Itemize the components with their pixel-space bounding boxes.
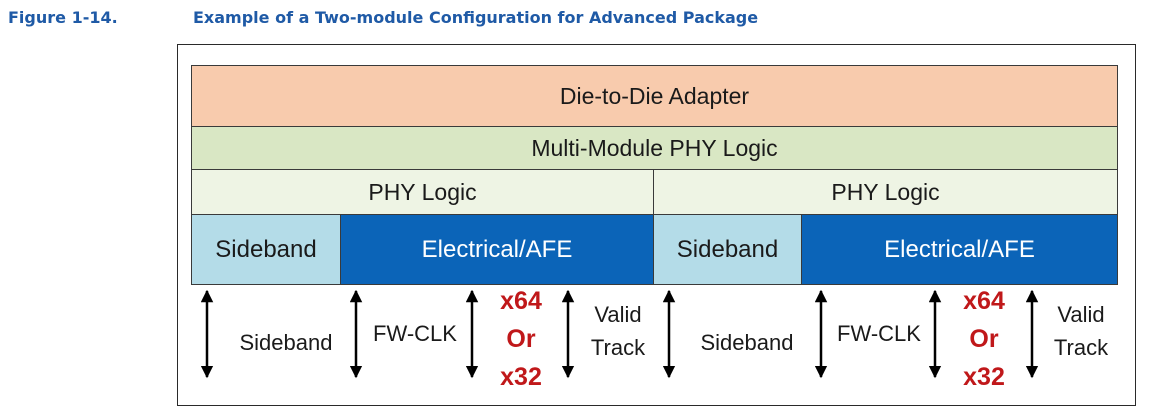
fw-clk-signal-label-2: FW-CLK [837, 321, 921, 346]
valid-signal-label-1: Valid [594, 302, 642, 327]
width-or-label-1: Or [506, 325, 536, 353]
track-signal-label-2: Track [1053, 335, 1109, 360]
track-signal-label-1: Track [590, 335, 646, 360]
sideband-signal-label-2: Sideband [700, 330, 794, 355]
electrical-afe-block-1: Electrical/AFE [340, 214, 654, 285]
width-or-label-2: Or [969, 325, 999, 353]
sideband-signal-label-1: Sideband [239, 330, 333, 355]
figure-caption: Figure 1-14. Example of a Two-module Conf… [8, 8, 758, 27]
width-x32-label-1: x32 [500, 363, 542, 391]
width-x64-label-2: x64 [963, 287, 1005, 315]
electrical-afe-block-2: Electrical/AFE [801, 214, 1118, 285]
width-x32-label-2: x32 [963, 363, 1005, 391]
width-x64-label-1: x64 [500, 287, 542, 315]
fw-clk-signal-label-1: FW-CLK [373, 321, 457, 346]
valid-signal-label-2: Valid [1057, 302, 1105, 327]
sideband-block-1: Sideband [191, 214, 341, 285]
sideband-block-2: Sideband [653, 214, 802, 285]
figure-title: Example of a Two-module Configuration fo… [193, 8, 759, 27]
die-to-die-adapter-block: Die-to-Die Adapter [191, 65, 1118, 127]
figure-number: Figure 1-14. [8, 8, 118, 27]
multi-module-phy-logic-block: Multi-Module PHY Logic [191, 126, 1118, 170]
